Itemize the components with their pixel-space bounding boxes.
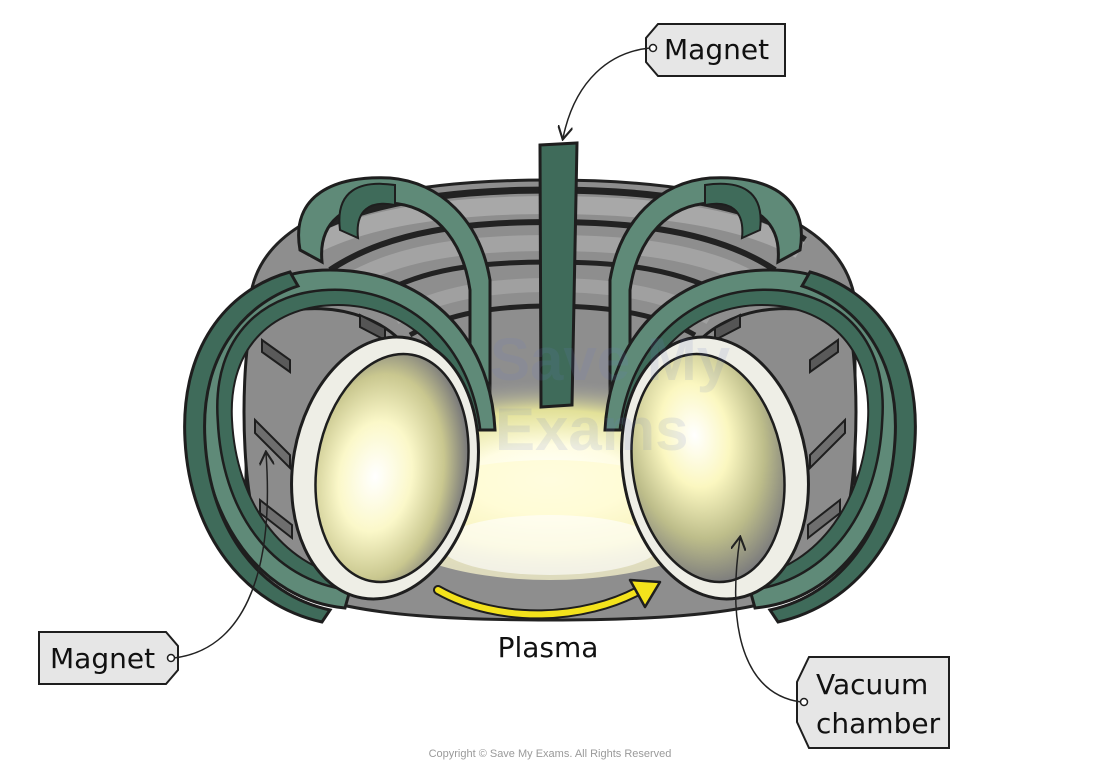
copyright-notice: Copyright © Save My Exams. All Rights Re… — [428, 748, 672, 760]
right-chamber-section — [603, 268, 917, 624]
label-tag-magnet-top: Magnet — [645, 23, 786, 77]
leader-line-magnet-left — [173, 453, 267, 659]
central-magnet — [538, 141, 579, 409]
label-tag-magnet-left: Magnet — [38, 631, 179, 685]
svg-text:chamber: chamber — [816, 707, 941, 740]
plasma-arrow — [433, 578, 662, 620]
svg-text:Vacuum: Vacuum — [816, 668, 928, 701]
left-chamber-section — [183, 268, 497, 624]
leader-line-magnet-top — [563, 47, 651, 138]
svg-text:Magnet: Magnet — [664, 33, 769, 66]
svg-text:Save My: Save My — [490, 326, 731, 393]
watermark: Save My Exams — [490, 326, 731, 463]
label-tag-vacuum-chamber: Vacuum chamber — [796, 656, 950, 749]
svg-text:Exams: Exams — [495, 396, 688, 463]
leader-line-vacuum-chamber — [736, 538, 802, 703]
svg-text:Magnet: Magnet — [50, 642, 155, 675]
plasma-label: Plasma — [498, 631, 599, 664]
